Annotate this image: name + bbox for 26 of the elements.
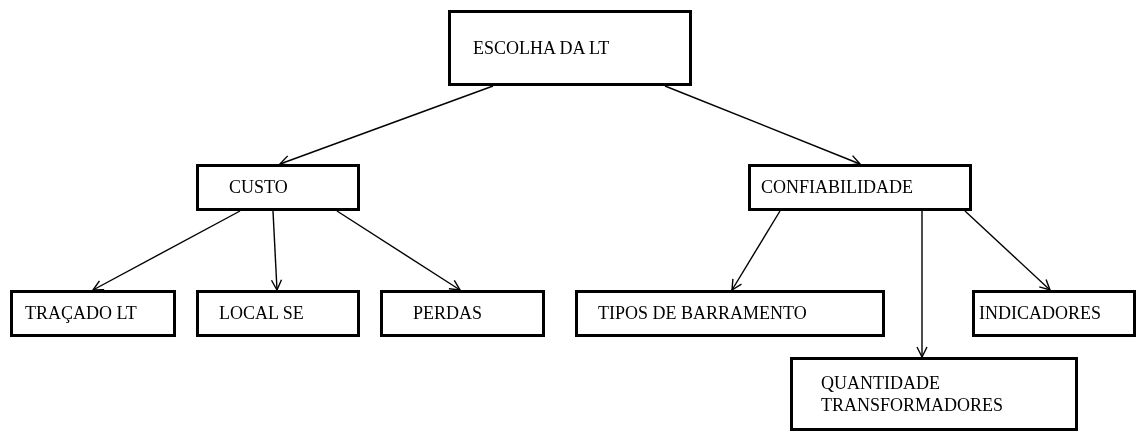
arrow: [279, 85, 494, 166]
process-box: [972, 290, 1136, 337]
node-label: CUSTO: [229, 176, 288, 199]
process-box: [448, 10, 692, 86]
node-label: CONFIABILIDADE: [761, 176, 913, 199]
arrow: [92, 210, 241, 291]
node-label: QUANTIDADE TRANSFORMADORES: [821, 371, 1005, 417]
node-label: TIPOS DE BARRAMENTO: [598, 302, 807, 325]
arrow: [964, 210, 1051, 291]
arrow: [336, 210, 461, 291]
arrow: [664, 85, 861, 166]
process-box: [748, 164, 972, 211]
process-box: [10, 290, 176, 337]
node-label: TRAÇADO LT: [25, 302, 137, 325]
node-label: PERDAS: [413, 302, 483, 325]
process-box: [380, 290, 545, 337]
process-box: [790, 357, 1078, 431]
node-label: ESCOLHA DA LT: [473, 36, 610, 60]
arrow: [916, 210, 928, 358]
process-box: [575, 290, 885, 337]
arrow: [270, 210, 283, 291]
arrow: [731, 210, 781, 291]
node-label: INDICADORES: [979, 302, 1101, 325]
node-label: LOCAL SE: [219, 302, 304, 325]
process-box: [196, 164, 360, 211]
process-box: [196, 290, 360, 337]
